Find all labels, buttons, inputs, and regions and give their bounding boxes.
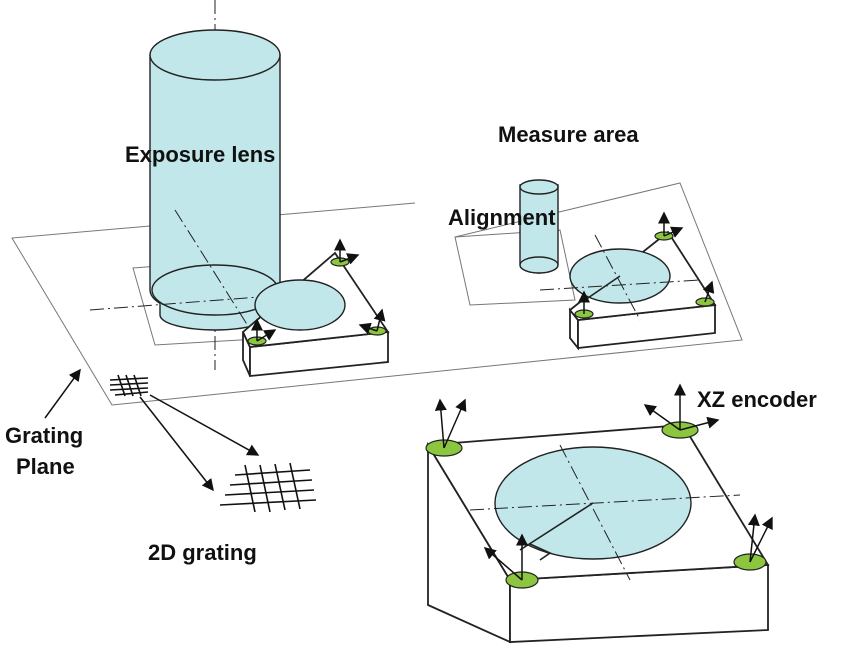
grating-small xyxy=(109,374,149,397)
label-xz-encoder: XZ encoder xyxy=(697,387,817,412)
label-alignment: Alignment xyxy=(448,205,556,230)
measure-stage xyxy=(539,211,717,351)
label-measure-area: Measure area xyxy=(498,122,639,147)
encoder-stage-detail xyxy=(425,383,773,644)
callout-arrows xyxy=(44,368,260,492)
label-exposure-lens: Exposure lens xyxy=(125,142,275,167)
label-grating: Grating xyxy=(5,423,83,448)
exposure-lens xyxy=(89,0,351,370)
label-2d-grating: 2D grating xyxy=(148,540,257,565)
alignment-sensor xyxy=(519,179,559,274)
exposure-stage xyxy=(241,238,390,377)
label-plane: Plane xyxy=(16,454,75,479)
grating-2d xyxy=(219,462,317,513)
